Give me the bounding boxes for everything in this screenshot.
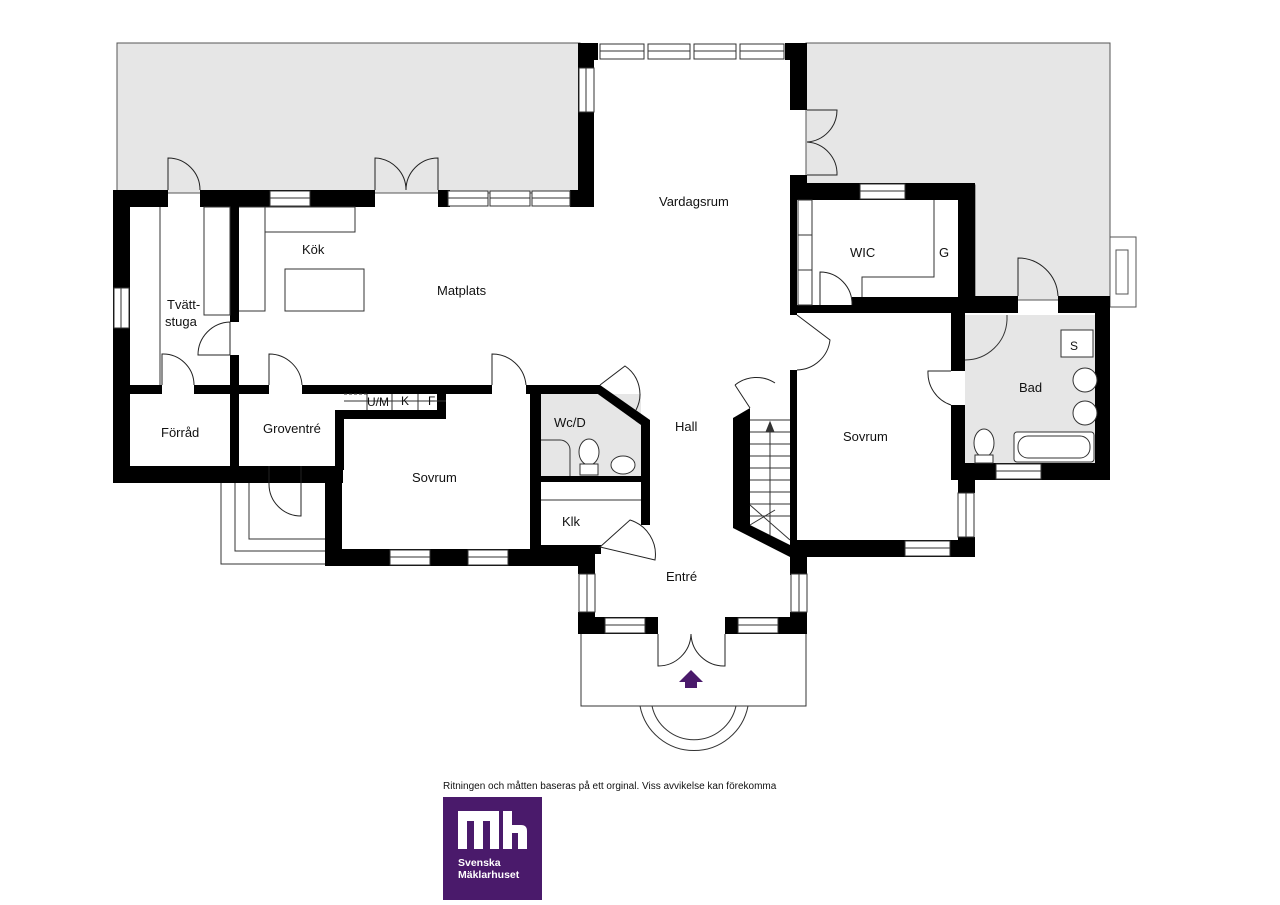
logo-line-2: Mäklarhuset: [458, 869, 520, 881]
label-klk: Klk: [562, 514, 581, 529]
label-sovrum-east: Sovrum: [843, 429, 888, 444]
stair-wall: [733, 408, 790, 557]
wc-angled-wall: [595, 385, 650, 425]
kitchen-island: [284, 268, 365, 312]
room-labels: Vardagsrum Kök Matplats Tvätt- stuga För…: [161, 194, 1078, 584]
label-vardagsrum: Vardagsrum: [659, 194, 729, 209]
label-um: U/M: [367, 395, 389, 409]
label-f: F: [428, 394, 435, 408]
label-k: K: [401, 394, 409, 408]
label-wcd: Wc/D: [554, 415, 586, 430]
label-entre: Entré: [666, 569, 697, 584]
company-logo: Svenska Mäklarhuset: [443, 797, 542, 900]
label-wic: WIC: [850, 245, 875, 260]
label-kok: Kök: [302, 242, 325, 257]
label-tvattstuga-2: stuga: [165, 314, 198, 329]
label-g: G: [939, 245, 949, 260]
entrance-arrow-icon: [679, 670, 703, 688]
label-groventre: Groventré: [263, 421, 321, 436]
doors: [161, 109, 1059, 667]
label-sovrum-west: Sovrum: [412, 470, 457, 485]
logo-text: Svenska Mäklarhuset: [458, 857, 519, 881]
mh-logo-icon: [458, 811, 527, 849]
fixtures: [159, 199, 1098, 751]
label-hall: Hall: [675, 419, 698, 434]
terrace-west: [116, 42, 581, 194]
disclaimer-text: Ritningen och måtten baseras på ett orgi…: [443, 781, 777, 792]
label-bad: Bad: [1019, 380, 1042, 395]
label-tvattstuga-1: Tvätt-: [167, 297, 200, 312]
label-forrad: Förråd: [161, 425, 199, 440]
logo-line-1: Svenska: [458, 857, 501, 869]
label-s: S: [1070, 339, 1078, 353]
label-matplats: Matplats: [437, 283, 487, 298]
windows: [113, 43, 1042, 634]
